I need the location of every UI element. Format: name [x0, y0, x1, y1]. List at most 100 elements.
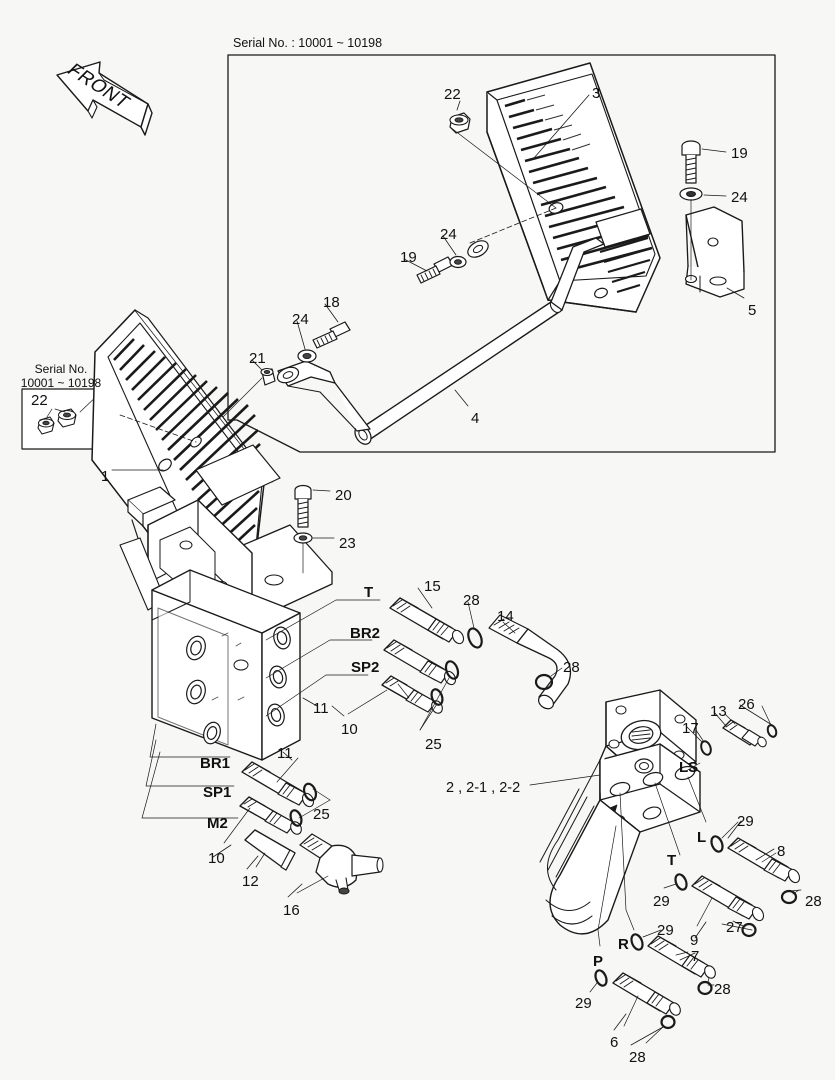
oring-26 — [766, 724, 778, 738]
callout-26: 26 — [738, 696, 755, 713]
oring-27 — [741, 922, 757, 938]
port-p: P — [593, 953, 604, 970]
callout-10-upper: 10 — [341, 721, 358, 738]
callout-24-mid: 24 — [440, 226, 457, 243]
callout-29-d: 29 — [575, 995, 592, 1012]
callout-14: 14 — [497, 608, 514, 625]
callout-27: 27 — [726, 919, 743, 936]
bolt-18 — [312, 321, 351, 349]
washer-24-left — [297, 349, 317, 363]
callout-25-upper: 25 — [425, 736, 442, 753]
callout-19-right: 19 — [731, 145, 748, 162]
callout-9: 9 — [690, 932, 699, 949]
callout-20: 20 — [335, 487, 352, 504]
bolt-20 — [294, 484, 312, 528]
callout-11-upper: 11 — [313, 700, 329, 717]
callout-24-left: 24 — [292, 311, 309, 328]
port-r: R — [618, 936, 629, 953]
oring-28-a — [467, 627, 483, 649]
serial-inset-line2: 10001 ~ 10198 — [20, 376, 102, 390]
callout-10-lower: 10 — [208, 850, 225, 867]
callout-1: 1 — [101, 468, 110, 485]
callout-8: 8 — [777, 843, 786, 860]
port-sp2: SP2 — [351, 659, 380, 676]
oring-28-d — [697, 980, 713, 996]
port-m2: M2 — [207, 815, 228, 832]
port-ls: LS — [679, 759, 699, 776]
steering-unit-label: 2 , 2-1 , 2-2 — [446, 780, 521, 796]
fitting-11-upper — [383, 639, 457, 686]
oring-29-c — [630, 933, 644, 951]
oring-29-d — [594, 969, 608, 987]
port-t-upper: T — [364, 584, 374, 601]
callout-29-a: 29 — [737, 813, 754, 830]
callout-22-top: 22 — [444, 86, 461, 103]
fitting-15 — [389, 597, 465, 645]
front-arrow-shape — [56, 61, 153, 136]
mount-bracket-5 — [684, 206, 745, 298]
oring-25-upper-a — [444, 660, 460, 680]
callout-12: 12 — [242, 873, 259, 890]
fitting-6 — [612, 972, 681, 1016]
oring-28-b — [534, 673, 554, 691]
callout-28-b: 28 — [563, 659, 580, 676]
serial-frame-label: Serial No. : 10001 ~ 10198 — [233, 36, 383, 50]
bolt-19-right — [681, 140, 701, 184]
callout-5: 5 — [748, 302, 757, 319]
front-arrow-text-holder: FRONT — [62, 61, 156, 134]
callout-15: 15 — [424, 578, 441, 595]
washer-23 — [293, 532, 313, 544]
callout-25-lower: 25 — [313, 806, 330, 823]
callout-28-a: 28 — [463, 592, 480, 609]
port-br1: BR1 — [200, 755, 231, 772]
oring-28-c — [780, 889, 798, 905]
callout-29-c: 29 — [657, 922, 674, 939]
upper-pedal — [469, 62, 661, 313]
callout-7: 7 — [691, 948, 700, 965]
fitting-8 — [727, 837, 801, 884]
callout-3: 3 — [592, 85, 601, 102]
fitting-11-lower — [241, 761, 315, 808]
nut-22-inset-b — [57, 408, 77, 428]
fitting-10-lower — [239, 796, 302, 835]
callout-6: 6 — [610, 1034, 619, 1051]
port-br2: BR2 — [350, 625, 381, 642]
fitting-13 — [722, 719, 767, 748]
callout-4: 4 — [471, 410, 480, 427]
callout-18: 18 — [323, 294, 340, 311]
callout-22-inset: 22 — [31, 392, 48, 409]
callout-28-d: 28 — [714, 981, 731, 998]
washer-24-right — [679, 187, 703, 201]
port-sp1: SP1 — [203, 784, 232, 801]
bushing-21 — [260, 367, 276, 386]
steering-unit — [539, 689, 701, 935]
callout-16: 16 — [283, 902, 300, 919]
fitting-9 — [691, 875, 765, 922]
callout-13: 13 — [710, 703, 727, 720]
callout-17: 17 — [682, 720, 699, 737]
port-l: L — [697, 829, 707, 846]
nut-22-inset-a — [37, 416, 55, 435]
fitting-10-upper — [381, 675, 443, 714]
washer-24-mid — [449, 255, 467, 269]
callout-29-b: 29 — [653, 893, 670, 910]
plug-12 — [244, 829, 296, 871]
callout-11-lower: 11 — [277, 745, 293, 762]
oring-29-b — [674, 873, 688, 891]
oring-25-upper-b — [430, 688, 444, 706]
callout-23: 23 — [339, 535, 356, 552]
callout-21: 21 — [249, 350, 266, 367]
callout-24-right: 24 — [731, 189, 748, 206]
serial-inset-line1: Serial No. — [34, 362, 88, 376]
port-t-lower: T — [667, 852, 677, 869]
valve-block — [151, 569, 301, 761]
serial-frame-box — [227, 54, 776, 453]
callout-28-c: 28 — [805, 893, 822, 910]
elbow-14 — [488, 614, 572, 710]
callout-28-e: 28 — [629, 1049, 646, 1066]
oring-28-e — [660, 1014, 676, 1030]
linkage-arm-4 — [276, 237, 605, 445]
callout-19-mid: 19 — [400, 249, 417, 266]
